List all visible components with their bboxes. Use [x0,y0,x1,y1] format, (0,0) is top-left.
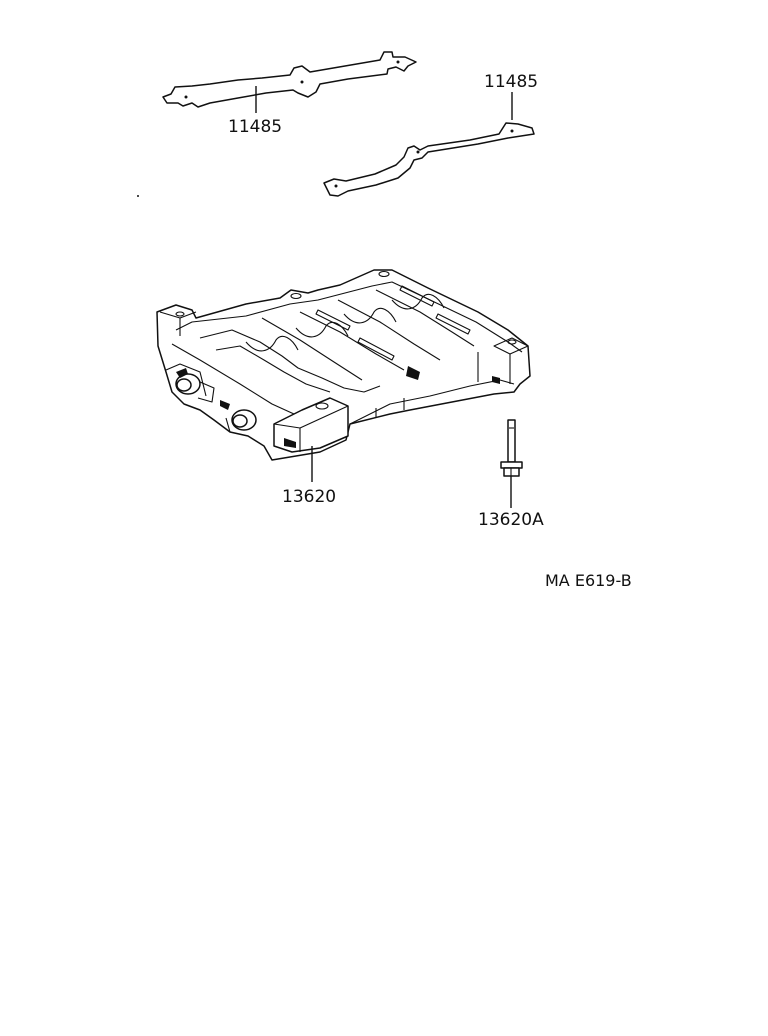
figure-code: MA E619-B [545,571,632,590]
bolt [500,419,523,477]
label-gasket-left: 11485 [228,117,282,137]
gasket-right [323,122,535,197]
label-gasket-right: 11485 [484,72,538,92]
label-bolt: 13620A [478,510,544,530]
stray-mark [137,195,139,197]
gasket-left [162,51,417,108]
housing [156,269,531,461]
label-housing: 13620 [282,487,336,507]
